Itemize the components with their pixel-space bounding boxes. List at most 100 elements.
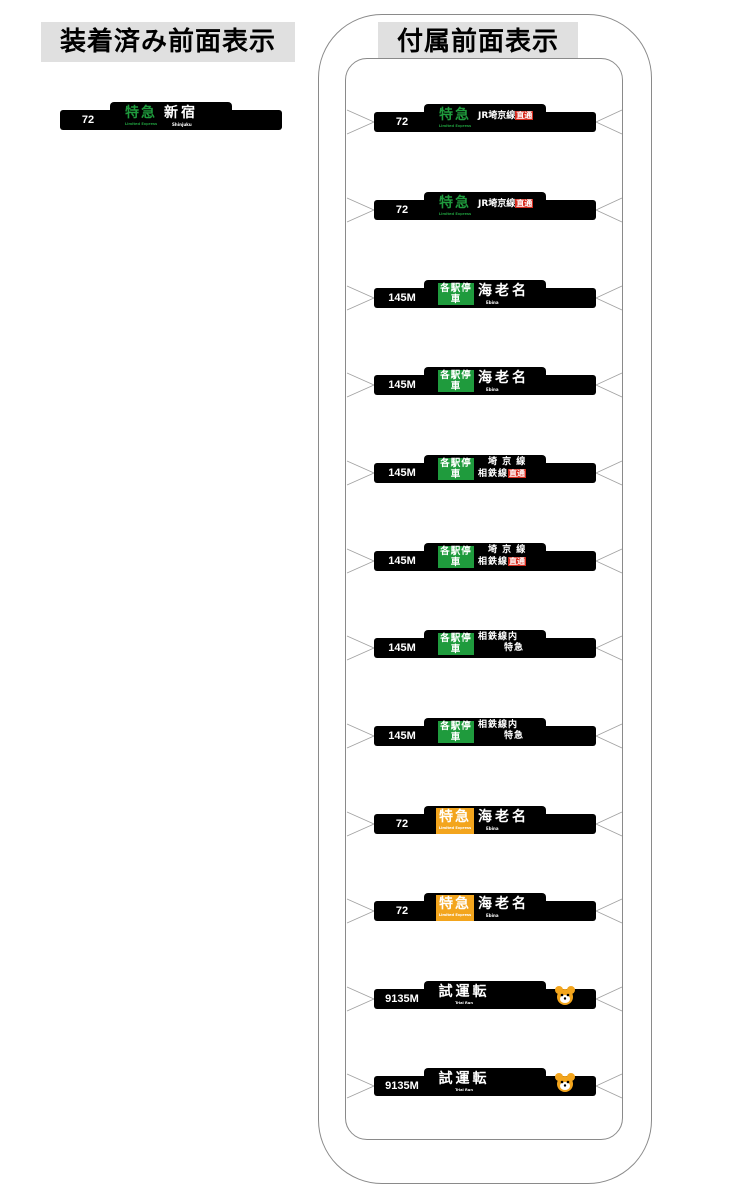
train-type-subtitle: Trial Run xyxy=(455,1001,473,1005)
sign-tab xyxy=(424,1068,546,1082)
train-number: 145M xyxy=(388,292,416,304)
destination-label: 海老名 xyxy=(478,283,529,299)
through-service-tag: 直通 xyxy=(508,469,527,478)
train-type-label: 各駅停車 xyxy=(440,633,472,655)
destination-line-2: 特急 xyxy=(504,731,525,741)
destination: JR埼京線直通 xyxy=(478,106,570,132)
sheet-inner-frame xyxy=(345,58,623,1140)
train-number: 72 xyxy=(395,905,409,917)
destination-subtitle: Ebina xyxy=(486,300,499,305)
train-number: 145M xyxy=(388,379,416,391)
sign-tab xyxy=(424,981,546,995)
train-type-label: 特急 xyxy=(439,809,471,825)
train-type-subtitle: Limited Express xyxy=(438,826,472,830)
train-number: 9135M xyxy=(385,993,419,1005)
train-type-label: 特急 xyxy=(439,195,471,211)
train-type: 各駅停車 xyxy=(438,370,474,392)
train-type-subtitle: Limited Express xyxy=(124,122,158,126)
train-number: 72 xyxy=(395,116,409,128)
through-service-tag: 直通 xyxy=(515,199,534,208)
train-number: 145M xyxy=(388,555,416,567)
destination: 相鉄線内特急 xyxy=(478,632,570,658)
train-type-label: 各駅停車 xyxy=(440,370,472,392)
train-number: 72 xyxy=(395,818,409,830)
destination-line-2: 特急 xyxy=(504,643,525,653)
installed-display-heading: 装着済み前面表示 xyxy=(41,22,295,62)
installed-destination-sign: 72 特急 Limited Express 新宿 Shinjuku xyxy=(60,102,282,130)
train-type-label: 各駅停車 xyxy=(440,283,472,305)
destination-line-1: 埼 京 線 xyxy=(488,545,527,555)
train-type-label: 各駅停車 xyxy=(440,546,472,568)
train-number: 72 xyxy=(395,204,409,216)
train-type-subtitle: Limited Express xyxy=(438,913,472,917)
sign-tab xyxy=(110,102,232,116)
train-type-label: 各駅停車 xyxy=(440,458,472,480)
through-service-tag: 直通 xyxy=(515,111,534,120)
train-type-label: 特急 xyxy=(439,107,471,123)
included-display-heading: 付属前面表示 xyxy=(378,22,578,62)
train-number: 145M xyxy=(388,642,416,654)
train-type: 特急 Limited Express xyxy=(122,104,160,130)
destination-label: 海老名 xyxy=(478,896,529,912)
mascot-icon xyxy=(555,986,575,1005)
train-type-subtitle: Trial Run xyxy=(455,1088,473,1092)
train-type-subtitle: Limited Express xyxy=(438,124,472,128)
destination-label: 海老名 xyxy=(478,809,529,825)
destination-line-1: 相鉄線内 xyxy=(478,720,519,730)
destination-label: 新宿 xyxy=(164,105,198,121)
train-number: 145M xyxy=(388,467,416,479)
destination-line-1: 埼 京 線 xyxy=(488,457,527,467)
train-type: 各駅停車 xyxy=(438,458,474,480)
included-destination-sign: 145M 各駅停車相鉄線内特急 xyxy=(374,630,596,658)
destination-subtitle: Ebina xyxy=(486,826,499,831)
included-destination-sign: 145M 各駅停車相鉄線内特急 xyxy=(374,718,596,746)
train-type-label: 各駅停車 xyxy=(440,721,472,743)
through-service-tag: 直通 xyxy=(508,557,527,566)
destination: 新宿 Shinjuku xyxy=(164,104,256,130)
destination: JR埼京線直通 xyxy=(478,194,570,220)
train-type-label: 試運転 xyxy=(438,984,490,1000)
train-type: 各駅停車 xyxy=(438,721,474,743)
included-destination-sign: 145M 各駅停車 埼 京 線相鉄線直通 xyxy=(374,543,596,571)
destination-subtitle: Ebina xyxy=(486,387,499,392)
train-number: 145M xyxy=(388,730,416,742)
sheet-outer-frame xyxy=(318,14,652,1184)
destination-line-2: 相鉄線 xyxy=(478,469,509,479)
train-type-label: 試運転 xyxy=(438,1071,490,1087)
destination-subtitle: Shinjuku xyxy=(172,122,192,127)
destination-label: JR埼京線 xyxy=(478,199,516,209)
destination-line-2: 相鉄線 xyxy=(478,557,509,567)
destination: 相鉄線内特急 xyxy=(478,720,570,746)
destination-subtitle: Ebina xyxy=(486,913,499,918)
train-type-subtitle: Limited Express xyxy=(438,212,472,216)
train-number: 72 xyxy=(81,114,95,126)
destination-label: JR埼京線 xyxy=(478,111,516,121)
destination: 埼 京 線相鉄線直通 xyxy=(478,457,570,483)
train-type-label: 特急 xyxy=(439,896,471,912)
train-type: 各駅停車 xyxy=(438,546,474,568)
destination-label: 海老名 xyxy=(478,370,529,386)
mascot-icon xyxy=(555,1073,575,1092)
train-type: 各駅停車 xyxy=(438,633,474,655)
train-type-label: 特急 xyxy=(125,105,157,121)
train-type: 各駅停車 xyxy=(438,283,474,305)
destination-line-1: 相鉄線内 xyxy=(478,632,519,642)
